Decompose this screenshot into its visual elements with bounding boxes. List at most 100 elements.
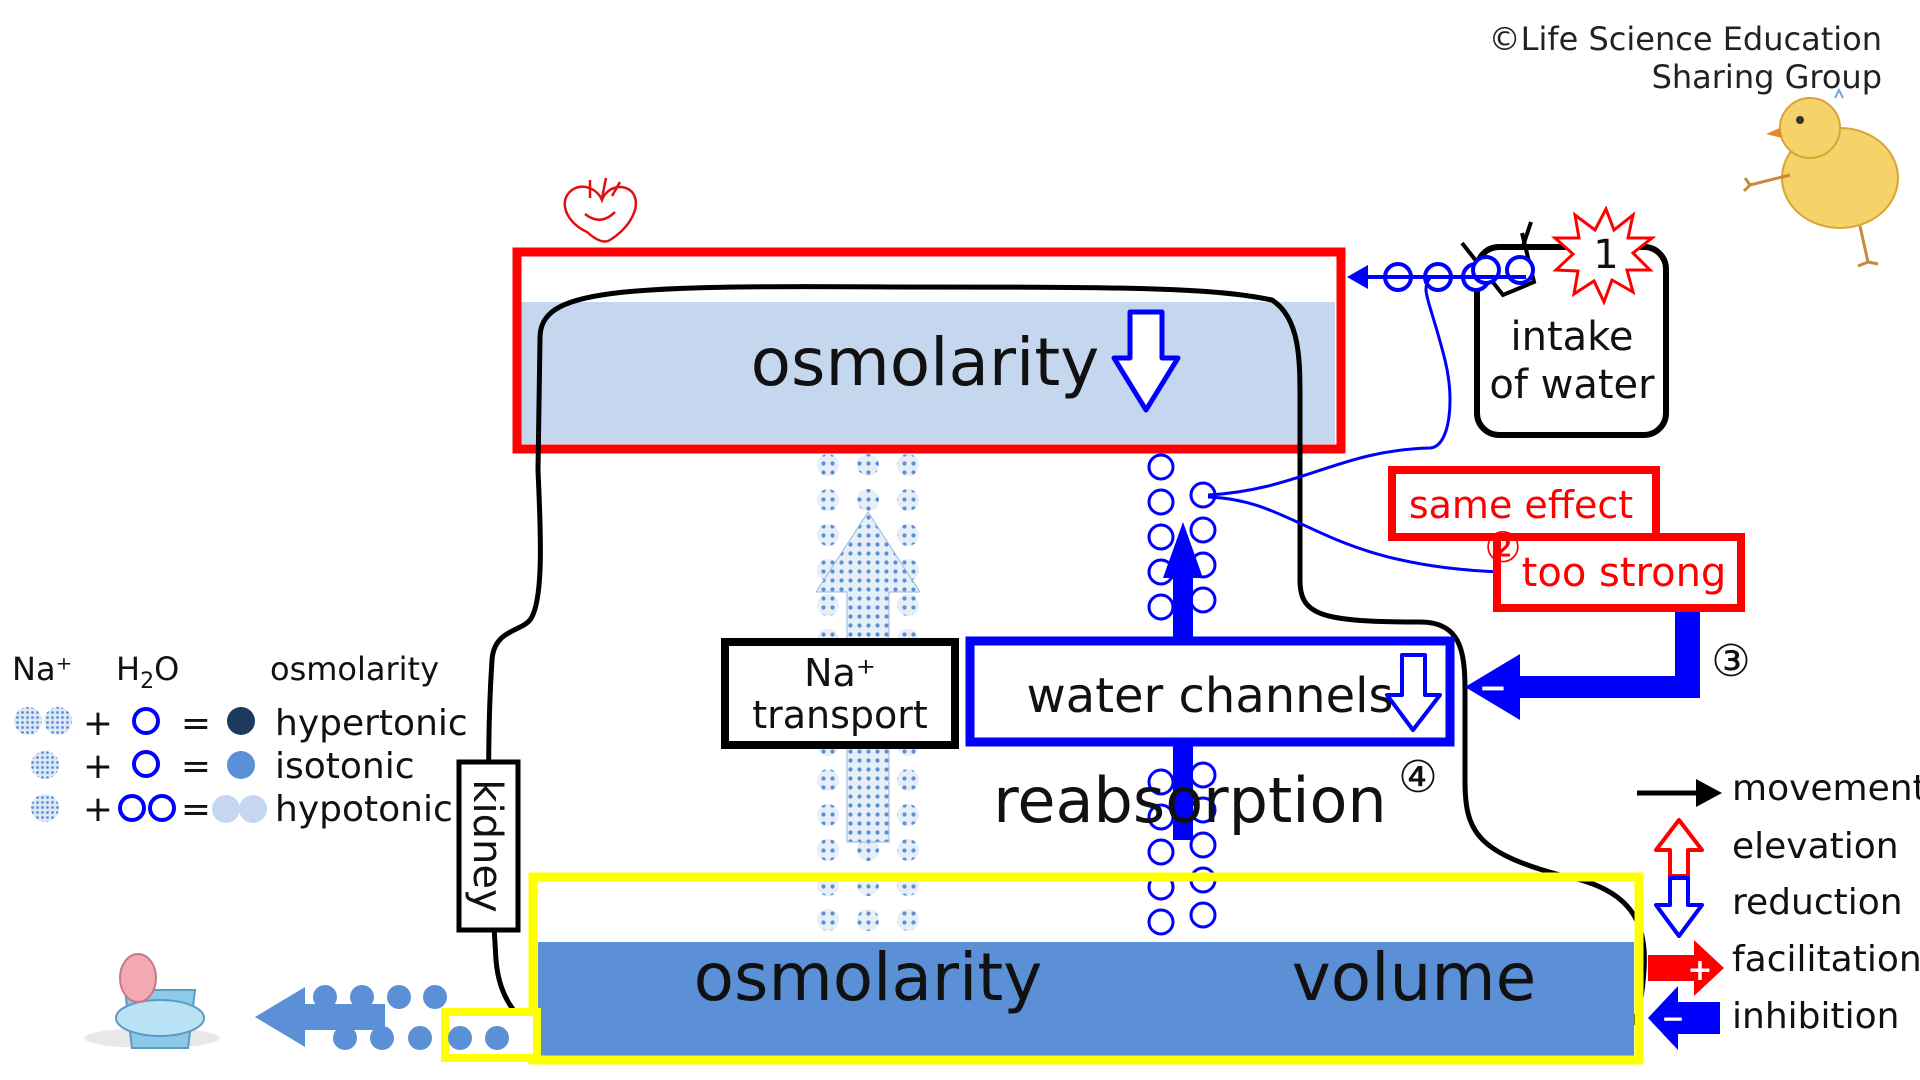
toilet-icon — [84, 953, 220, 1049]
water-molecule-icon — [118, 794, 146, 822]
na-particle-icon — [817, 594, 839, 616]
water-molecule-icon — [1189, 516, 1217, 544]
step-1-starburst-icon — [1551, 205, 1657, 306]
na-particle-icon — [897, 524, 919, 546]
legend-row-3-equals: = — [181, 789, 211, 830]
water-channels-reduction-arrow — [1385, 653, 1442, 732]
water-channels-label: water channels — [1027, 668, 1394, 724]
water-molecule-icon — [1189, 901, 1217, 929]
na-particle-icon — [897, 594, 919, 616]
na-particle-icon — [817, 769, 839, 791]
na-particle-icon — [857, 839, 879, 861]
blood-osmolarity-label: osmolarity — [751, 324, 1100, 401]
na-particle-icon — [897, 454, 919, 476]
intake-label-line-2: of water — [1489, 362, 1655, 408]
na-particle-icon — [817, 804, 839, 826]
na-particle-icon — [897, 769, 919, 791]
legend-row-2-label: isotonic — [275, 746, 415, 787]
water-molecule-icon — [1147, 593, 1175, 621]
legend-header-osmolarity: osmolarity — [270, 650, 439, 688]
kidney-label: kidney — [464, 779, 510, 912]
connector-water-to-intake — [1207, 277, 1452, 497]
kidney-label-box — [456, 759, 521, 933]
na-particle-icon — [857, 454, 879, 476]
inhibition-legend-sign: − — [1661, 1002, 1684, 1035]
inhibition-arrow-body — [1465, 612, 1700, 720]
legend-row-3-label: hypotonic — [275, 789, 453, 830]
urine-compartment-box — [528, 872, 1644, 1065]
water-molecule-icon — [1147, 453, 1175, 481]
inhibition-sign: − — [1479, 668, 1508, 708]
water-intake-arrowhead — [1347, 265, 1368, 289]
na-transport-box — [721, 638, 959, 749]
red-plus-arrow-icon — [1648, 940, 1724, 996]
water-molecule-icon — [1147, 488, 1175, 516]
na-particle-icon — [857, 489, 879, 511]
blood-reduction-arrow — [1111, 309, 1181, 413]
urine-volume-label: volume — [1292, 939, 1537, 1016]
connector-water-to-too-strong — [1207, 495, 1501, 574]
legend-reduction-label: reduction — [1732, 882, 1903, 923]
red-up-outline-arrow-icon — [1654, 818, 1704, 878]
water-channels-box — [965, 636, 1455, 747]
urine-outflow-dots — [313, 985, 509, 1050]
water-molecule-icon — [1147, 908, 1175, 936]
hypotonic-icon — [212, 795, 240, 823]
na-particle-icon — [31, 751, 59, 779]
na-particle-icon — [897, 489, 919, 511]
step-1-number: 1 — [1593, 232, 1618, 278]
legend-facilitation-label: facilitation — [1732, 939, 1920, 980]
black-arrowhead-icon — [1696, 779, 1722, 807]
osmolarity-legend: Na⁺ H2O osmolarity + = hypertonic + = is… — [12, 650, 468, 830]
legend-elevation-label: elevation — [1732, 826, 1899, 867]
too-strong-label: too strong — [1522, 550, 1727, 596]
na-transport-label-line-2: transport — [752, 693, 928, 737]
same-effect-label: same effect — [1409, 483, 1633, 527]
legend-row-2-plus: + — [83, 746, 113, 787]
facilitation-sign: + — [1687, 953, 1712, 988]
legend-header-h2o: H2O — [116, 650, 179, 694]
isotonic-icon — [227, 751, 255, 779]
legend-inhibition-label: inhibition — [1732, 996, 1899, 1037]
na-particle-icon — [857, 909, 879, 931]
water-molecule-icon — [148, 794, 176, 822]
water-molecule-icon — [132, 707, 160, 735]
kidney-outline — [486, 284, 1647, 1055]
legend-row-1-label: hypertonic — [275, 703, 468, 744]
blue-minus-arrow-icon — [1648, 986, 1720, 1050]
hypotonic-icon — [239, 795, 267, 823]
water-molecule-icon — [1189, 586, 1217, 614]
na-particle-icon — [817, 839, 839, 861]
na-particle-icon — [31, 794, 59, 822]
legend-row-1-plus: + — [83, 703, 113, 744]
copyright-line-2: Sharing Group — [1652, 58, 1882, 96]
chick-icon — [1742, 87, 1899, 268]
water-molecule-icon — [132, 750, 160, 778]
step-3-number: ③ — [1711, 636, 1750, 687]
step-4-number: ④ — [1398, 752, 1437, 803]
blue-down-outline-arrow-icon — [1654, 876, 1704, 938]
too-strong-box — [1493, 533, 1745, 612]
hypertonic-icon — [227, 707, 255, 735]
legend-header-na: Na⁺ — [12, 650, 72, 688]
blood-osmolarity-fill — [520, 302, 1335, 444]
na-transport-label-line-1: Na⁺ — [804, 651, 876, 695]
na-particle-icon — [817, 454, 839, 476]
water-molecule-icon — [1147, 523, 1175, 551]
reabsorption-label: reabsorption — [993, 764, 1386, 837]
urine-osmolarity-label: osmolarity — [694, 939, 1043, 1016]
na-particle-icon — [817, 524, 839, 546]
legend-row-2-equals: = — [181, 746, 211, 787]
water-molecule-icon — [1189, 831, 1217, 859]
intake-label-line-1: intake — [1510, 314, 1633, 360]
na-particle-icon — [14, 707, 42, 735]
legend-row-3-plus: + — [83, 789, 113, 830]
na-particle-icon — [897, 839, 919, 861]
legend-movement-label: movement — [1732, 768, 1920, 809]
na-particle-icon — [897, 804, 919, 826]
urine-outflow-arrow — [255, 987, 385, 1047]
na-particle-icon — [817, 489, 839, 511]
water-molecule-icon — [1147, 838, 1175, 866]
step-2-number: ② — [1484, 523, 1522, 572]
